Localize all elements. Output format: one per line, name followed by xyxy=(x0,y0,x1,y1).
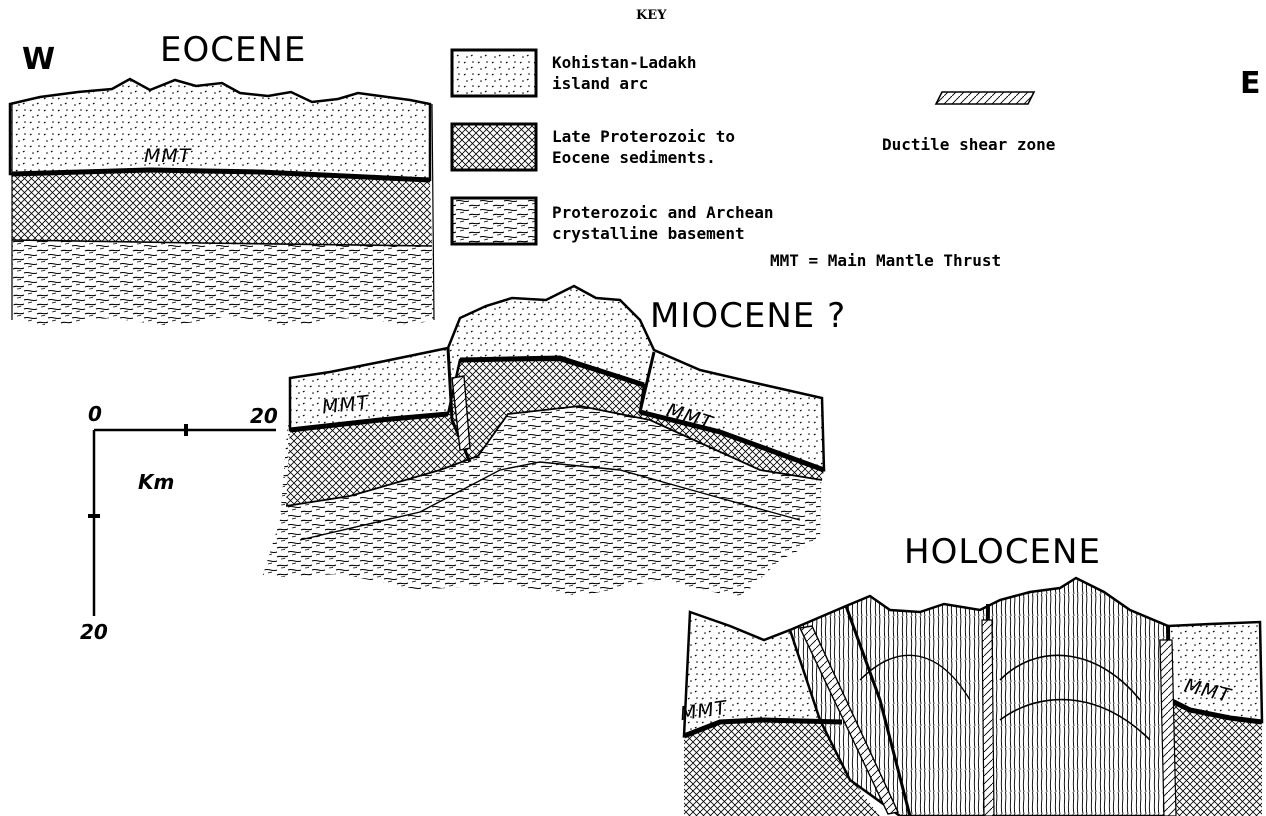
scale-origin-label: 0 xyxy=(88,402,102,426)
scale-bar xyxy=(88,424,276,616)
key-shear-zone-label: Ductile shear zone xyxy=(882,134,1055,155)
key-item-sediments-line2: Eocene sediments. xyxy=(552,147,735,168)
eocene-sediment-unit xyxy=(12,170,432,246)
key-item-basement: Proterozoic and Archean crystalline base… xyxy=(552,202,774,244)
holocene-title: HOLOCENE xyxy=(904,532,1101,572)
east-label: E xyxy=(1240,66,1261,101)
key-swatch-basement xyxy=(452,198,536,244)
key-item-arc-line2: island arc xyxy=(552,73,697,94)
scale-x-max-label: 20 xyxy=(250,404,278,428)
holocene-shear-zone-center xyxy=(982,620,994,816)
miocene-title: MIOCENE ? xyxy=(650,296,846,336)
key-heading: KEY xyxy=(636,8,667,23)
west-label: W xyxy=(22,42,55,77)
key-item-arc-line1: Kohistan-Ladakh xyxy=(552,52,697,73)
eocene-section xyxy=(10,79,434,326)
key-item-sediments-line1: Late Proterozoic to xyxy=(552,126,735,147)
eocene-arc-unit xyxy=(10,79,430,180)
eocene-mmt-label: MMT xyxy=(144,145,191,167)
key-item-arc: Kohistan-Ladakh island arc xyxy=(552,52,697,94)
key-abbreviation: MMT = Main Mantle Thrust xyxy=(770,250,1001,271)
key-item-basement-line1: Proterozoic and Archean xyxy=(552,202,774,223)
key-item-sediments: Late Proterozoic to Eocene sediments. xyxy=(552,126,735,168)
scale-y-max-label: 20 xyxy=(80,620,108,644)
key-swatch-shear-zone xyxy=(936,92,1034,104)
holocene-section xyxy=(684,578,1262,816)
key-item-basement-line2: crystalline basement xyxy=(552,223,774,244)
eocene-title: EOCENE xyxy=(160,30,306,70)
key-swatch-arc xyxy=(452,50,536,96)
eocene-basement-unit xyxy=(12,240,434,326)
key-swatch-sediments xyxy=(452,124,536,170)
scale-unit-label: Km xyxy=(138,470,174,494)
